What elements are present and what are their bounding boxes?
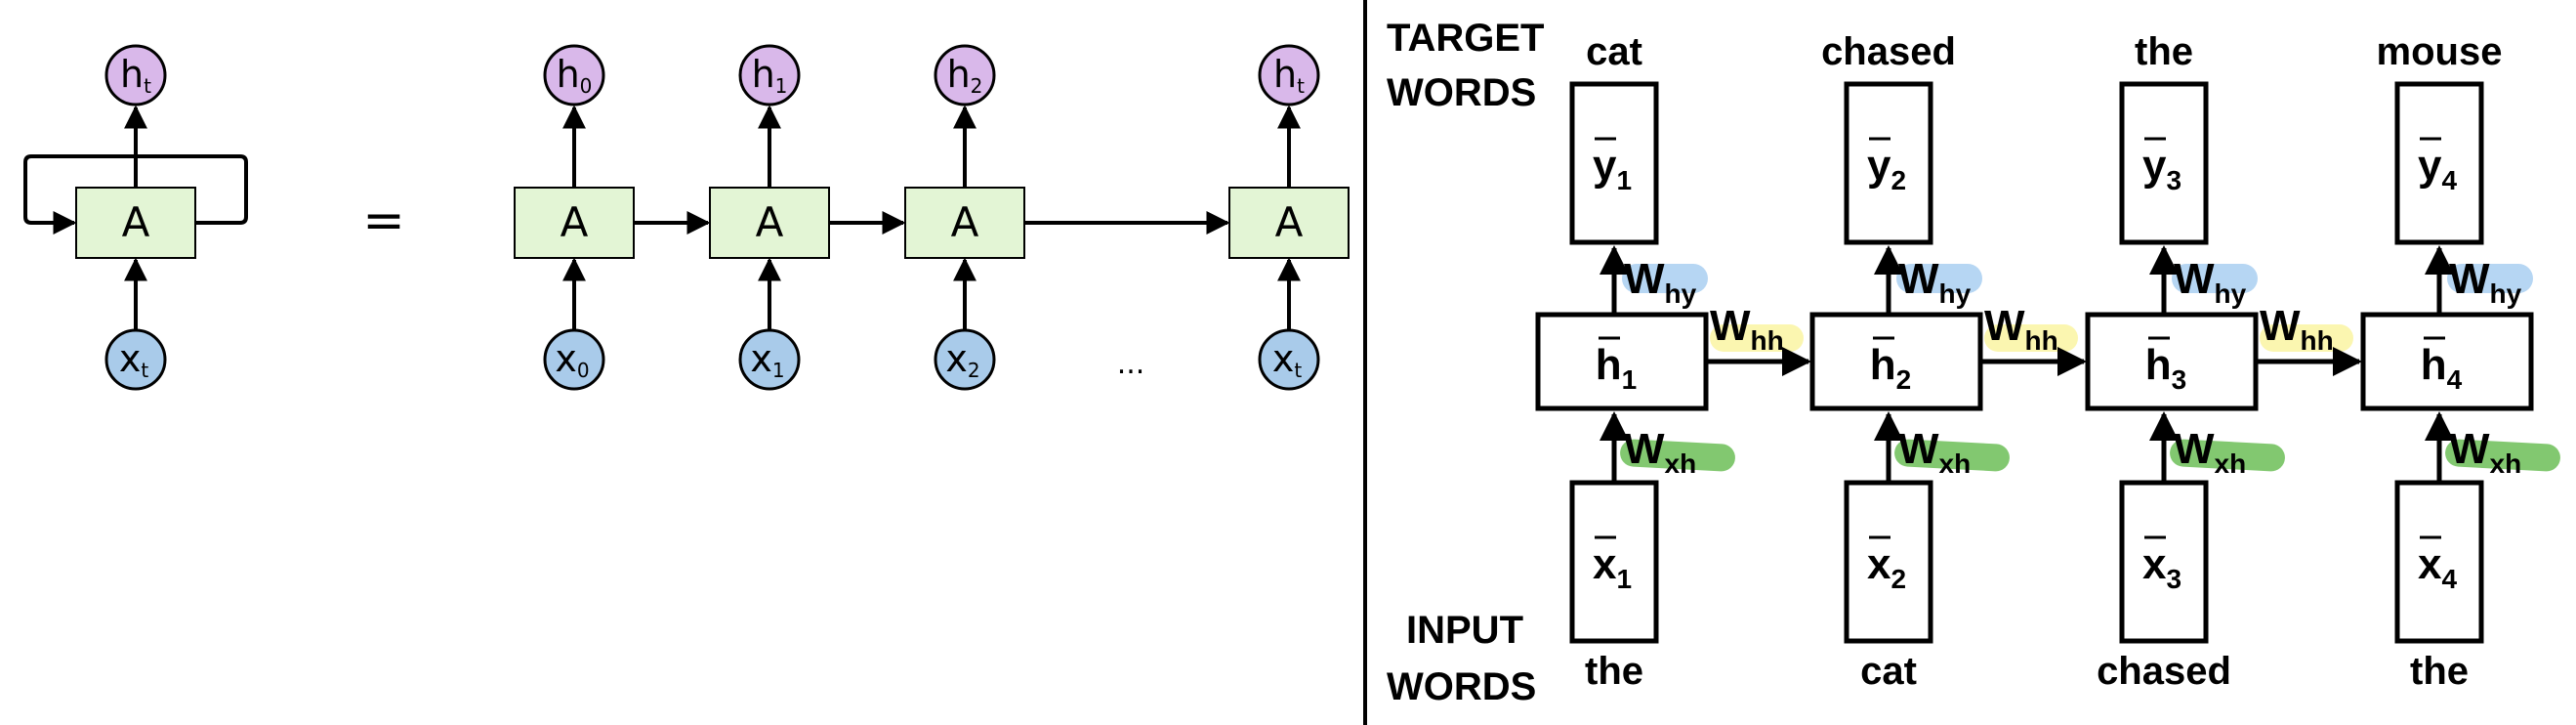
unrolled-input-label: x1 [750,337,784,382]
unrolled-cell [709,187,830,259]
output-box [2119,81,2209,245]
target-word: mouse [2377,30,2503,73]
hidden-box [2360,312,2534,411]
word-rnn: caty1h1x1theWhyWxhWhhchasedy2h2x2catWhyW… [1535,30,2560,693]
wxh-label: Wxh [1898,425,1971,479]
why-label: Why [1624,255,1697,309]
input-box [2119,480,2209,644]
why-label: Why [2449,255,2522,309]
output-box-label: y3 [2142,142,2181,195]
unrolled-input-label: x2 [945,337,979,382]
target-words-heading-line2: WORDS [1387,71,1536,114]
target-word: cat [1586,30,1642,73]
unrolled-cell-label: A [756,198,784,246]
output-box-label: y4 [2418,142,2457,195]
wxh-label: Wxh [2449,425,2521,479]
unrolled-output-node [1258,44,1320,107]
hidden-box-label: h2 [1870,341,1911,395]
target-words-heading-line1: TARGET [1387,17,1544,60]
wxh-label: Wxh [1624,425,1696,479]
wxh-highlight [1620,439,1735,472]
why-highlight [1896,264,1982,293]
folded-rnn: ht A xt [23,44,248,391]
hidden-box-label: h1 [1596,341,1637,395]
rnn-cell-label: A [122,198,150,246]
unrolled-input-label: x0 [555,337,589,382]
wxh-highlight [2445,439,2560,472]
input-node-label: xt [119,337,149,382]
equals-sign: = [362,192,405,250]
unrolled-output-label: ht [1273,53,1305,98]
unrolled-output-node [934,44,996,107]
hidden-output-label: ht [120,53,151,98]
whh-label: Whh [1710,302,1784,356]
why-highlight [2447,264,2533,293]
input-word: the [2410,650,2469,693]
ellipsis: ... [1117,347,1145,381]
output-box [2394,81,2484,245]
target-word: chased [1821,30,1956,73]
unrolled-output-node [738,44,801,107]
input-box-label: x2 [1867,540,1906,594]
unrolled-cell-label: A [561,198,589,246]
hidden-box-label: h3 [2145,341,2186,395]
input-word: chased [2097,650,2231,693]
whh-highlight [1984,324,2078,352]
why-highlight [2172,264,2258,293]
hidden-box [1535,312,1709,411]
unrolled-cell-label: A [951,198,979,246]
target-word: the [2135,30,2193,73]
hidden-output-node [104,44,167,107]
unrolled-output-label: h1 [752,53,788,98]
why-highlight [1622,264,1708,293]
input-word: the [1585,650,1643,693]
wxh-highlight [1894,439,2010,472]
input-box-label: x1 [1593,540,1632,594]
unrolled-input-label: xt [1272,337,1303,382]
input-word: cat [1860,650,1917,693]
unrolled-cell-label: A [1275,198,1304,246]
input-box-label: x4 [2418,540,2457,594]
input-box [1569,480,1659,644]
output-box-label: y1 [1593,142,1632,195]
unrolled-cell [1228,187,1350,259]
whh-highlight [1710,324,1804,352]
output-box [1844,81,1933,245]
wxh-highlight [2170,439,2285,472]
why-label: Why [2174,255,2247,309]
input-words-heading-line2: WORDS [1387,665,1536,708]
input-box-label: x3 [2142,540,2181,594]
input-words-heading-line1: INPUT [1406,609,1523,652]
whh-highlight [2260,324,2353,352]
unrolled-output-node [543,44,605,107]
wxh-label: Wxh [2174,425,2246,479]
hidden-box-label: h4 [2421,341,2463,395]
whh-label: Whh [2260,302,2334,356]
output-box-label: y2 [1867,142,1906,195]
unrolled-output-label: h2 [947,53,983,98]
recurrent-loop-arrow [23,154,248,235]
unrolled-output-label: h0 [557,53,593,98]
whh-label: Whh [1984,302,2058,356]
why-label: Why [1898,255,1972,309]
hidden-box [1809,312,1983,411]
output-box [1569,81,1659,245]
input-box [2394,480,2484,644]
